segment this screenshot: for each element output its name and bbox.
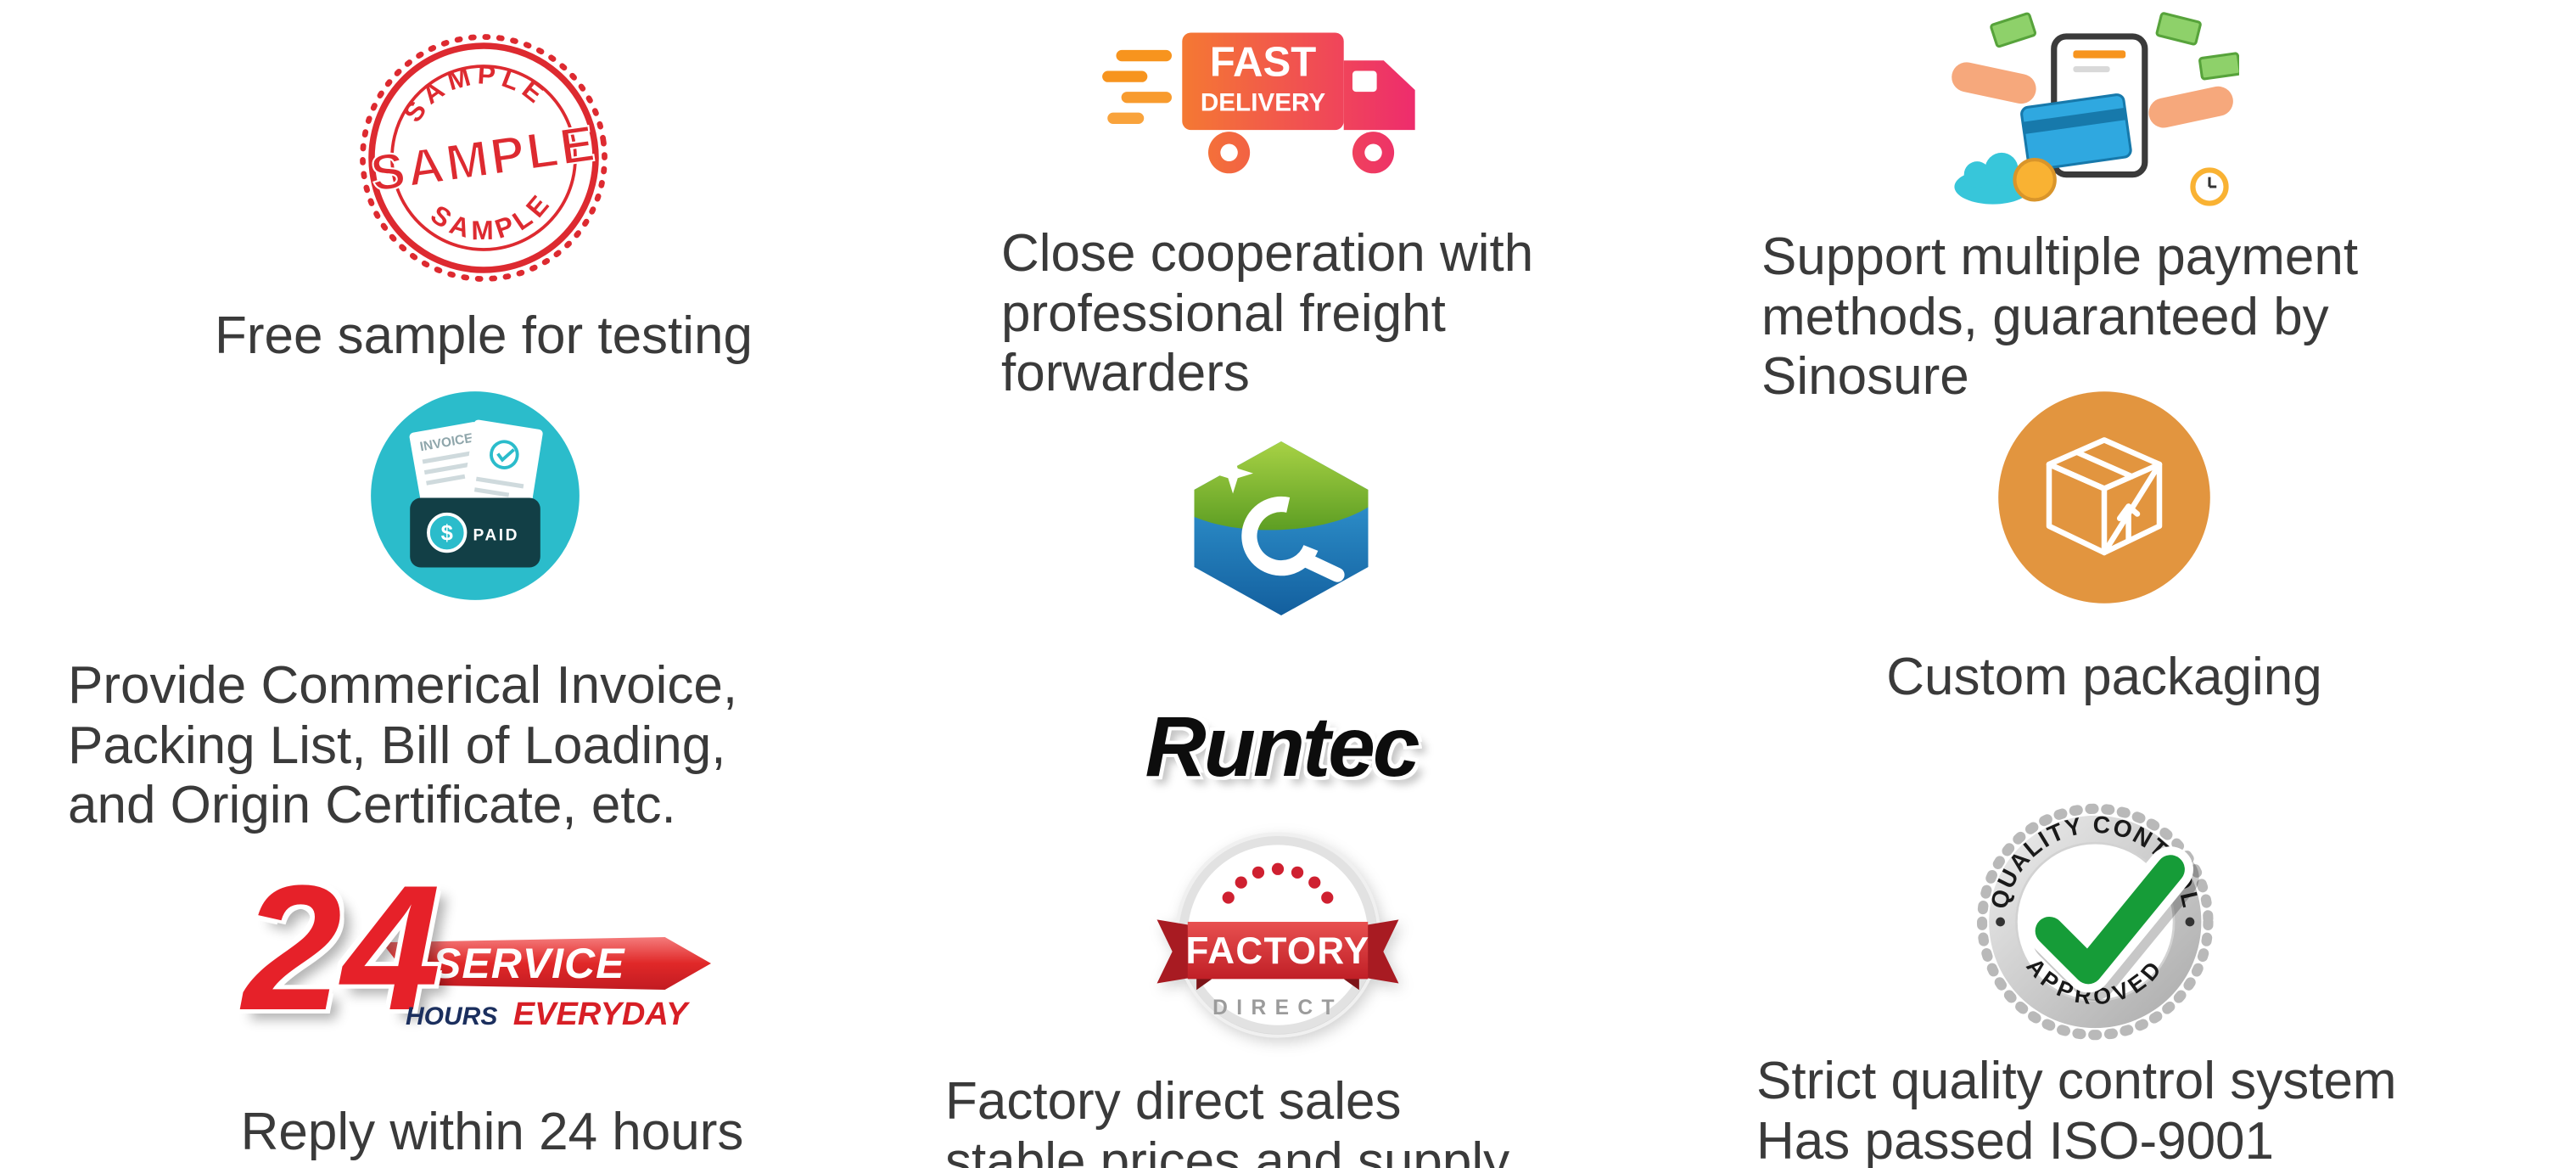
badge-subtext: HOURS EVERYDAY	[406, 997, 687, 1033]
svg-text:SAMPLE: SAMPLE	[423, 182, 563, 255]
truck-word-fast: FAST	[1210, 40, 1317, 86]
feature-caption: Free sample for testing	[214, 306, 753, 365]
feature-caption: Factory direct sales stable prices and s…	[945, 1072, 1510, 1168]
badge-everyday-text: EVERYDAY	[512, 997, 688, 1032]
stamp-arc-top-text: SAMPLE	[391, 48, 556, 131]
feature-free-sample: SAMPLE SAMPLE SAMPLE Free sample for tes…	[85, 31, 882, 367]
feature-payment-methods: Support multiple payment methods, guaran…	[1761, 12, 2508, 407]
stamp-center-text: SAMPLE	[367, 115, 601, 203]
packaging-box-icon	[1994, 387, 2215, 612]
badge-hours-text: HOURS	[406, 1002, 498, 1030]
factory-direct-badge-icon: FACTORY DIRECT	[1121, 825, 1435, 1060]
feature-quality-control: QUALITY CONTROL APPROVED Strict quality …	[1756, 796, 2545, 1168]
feature-caption: Custom packaging	[1886, 648, 2322, 706]
runtec-logo	[1175, 441, 1387, 620]
feature-caption: Close cooperation with professional frei…	[1001, 224, 1534, 403]
fast-delivery-truck-icon: FAST DELIVERY	[1099, 20, 1464, 199]
feature-caption: Strict quality control system Has passed…	[1756, 1052, 2397, 1168]
feature-custom-packaging: Custom packaging	[1782, 387, 2427, 708]
svg-text:SAMPLE: SAMPLE	[391, 48, 556, 131]
feature-factory-direct: FACTORY DIRECT Factory direct sales stab…	[945, 825, 1641, 1168]
feature-caption: Provide Commerical Invoice, Packing List…	[68, 656, 738, 835]
stamp-arc-bottom-text: SAMPLE	[423, 182, 563, 255]
factory-text: FACTORY	[1186, 930, 1370, 972]
feature-24h-reply: 24 SERVICE HOURS EVERYDAY Reply within 2…	[144, 859, 840, 1163]
direct-text: DIRECT	[1212, 997, 1343, 1019]
paid-text: PAID	[473, 526, 519, 544]
sample-stamp-icon: SAMPLE SAMPLE SAMPLE	[356, 31, 611, 289]
quality-approved-seal-icon: QUALITY CONTROL APPROVED	[1969, 796, 2232, 1052]
feature-brand-logo: Runtec	[1001, 441, 1561, 789]
truck-word-delivery: DELIVERY	[1201, 89, 1326, 117]
24h-service-badge-icon: 24 SERVICE HOURS EVERYDAY	[243, 859, 730, 1055]
feature-freight-cooperation: FAST DELIVERY Close cooperation with pro…	[1001, 20, 1680, 404]
invoice-folder-icon: INVOICE $ PAID	[367, 387, 584, 609]
payment-methods-icon	[1942, 12, 2242, 217]
dollar-sign-text: $	[441, 521, 453, 545]
feature-caption: Reply within 24 hours	[240, 1103, 744, 1161]
badge-24-number: 24	[243, 848, 441, 1047]
service-arrow-banner: SERVICE	[377, 932, 716, 995]
badge-service-text: SERVICE	[433, 940, 625, 987]
feature-trade-documents: INVOICE $ PAID Provide Commerical I	[68, 387, 882, 836]
feature-caption: Support multiple payment methods, guaran…	[1761, 227, 2359, 407]
brand-wordmark: Runtec	[1145, 699, 1420, 795]
